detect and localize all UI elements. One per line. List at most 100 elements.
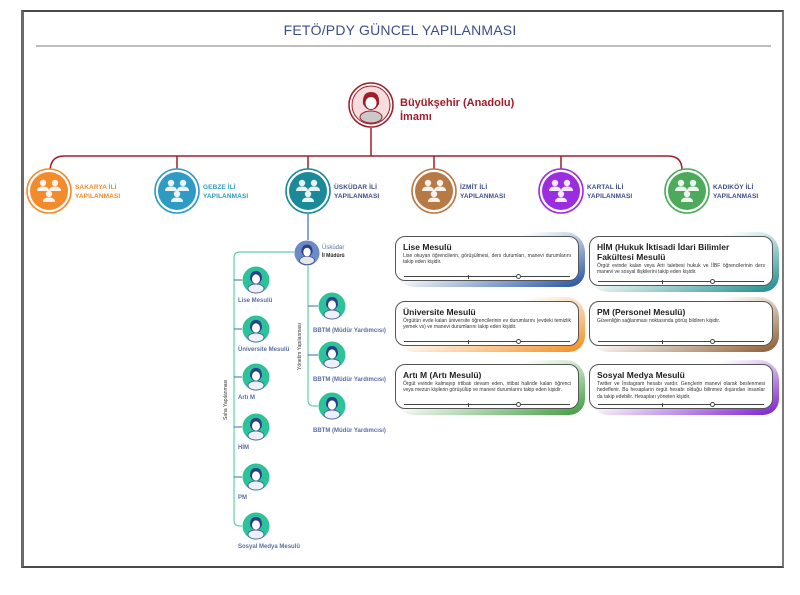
card-track-line — [404, 404, 570, 405]
card-track-dot — [516, 402, 521, 407]
field-staff-label: Lise Mesulü — [238, 298, 273, 304]
page-frame — [21, 10, 784, 568]
mgmt-staff-avatar — [318, 341, 346, 369]
top-node-subtitle: İmamı — [400, 111, 432, 123]
mgmt-staff-avatar — [318, 292, 346, 320]
region-label: GEBZE İLİ YAPILANMASI — [203, 183, 248, 201]
top-node-title: Büyükşehir (Anadolu) — [400, 97, 515, 109]
region-label: İZMİT İLİ YAPILANMASI — [460, 183, 505, 201]
region-node[interactable] — [411, 168, 457, 214]
card-track-line — [598, 404, 764, 405]
person-icon — [242, 315, 270, 343]
top-node-label: Büyükşehir (Anadolu) İmamı — [400, 96, 514, 124]
region-node[interactable] — [26, 168, 72, 214]
field-branch-line — [233, 251, 294, 527]
card-track-dot — [710, 279, 715, 284]
region-name: İZMİT İLİ — [460, 184, 488, 191]
region-name: ÜSKÜDAR İLİ — [334, 184, 377, 191]
region-subtitle: YAPILANMASI — [460, 193, 506, 200]
role-card: Artı M (Artı Mesulü) Örgüt evinde kalmay… — [393, 360, 585, 415]
card-track-line — [404, 276, 570, 277]
role-card: PM (Personel Mesulü) Güvenliğin sağlanma… — [587, 297, 779, 352]
region-name: KARTAL İLİ — [587, 184, 624, 191]
field-staff-label: Sosyal Medya Mesulü — [238, 544, 301, 550]
field-staff-avatar — [242, 315, 270, 343]
uskudar-manager-avatar — [294, 240, 320, 266]
region-name: KADIKÖY İLİ — [713, 184, 754, 191]
card-body: Üniversite Mesulü Örgütün evde kalan üni… — [395, 301, 579, 346]
card-description: Örgüt evinde kalmayıp irtibatı devam ede… — [403, 381, 571, 394]
role-card: Üniversite Mesulü Örgütün evde kalan üni… — [393, 297, 585, 352]
mgmt-staff-label: BBTM (Müdür Yardımcısı) — [313, 428, 386, 434]
person-icon — [294, 240, 320, 266]
card-track-line — [598, 281, 764, 282]
card-track-tick — [468, 275, 469, 279]
card-body: PM (Personel Mesulü) Güvenliğin sağlanma… — [589, 301, 773, 346]
card-track-tick — [468, 403, 469, 407]
field-staff-label: Üniversite Mesulü — [238, 347, 290, 353]
card-description: Örgüt evinde kalan veya Artı talebesi hu… — [597, 263, 765, 276]
region-label: KADIKÖY İLİ YAPILANMASI — [713, 183, 758, 201]
field-staff-label: Artı M — [238, 395, 255, 401]
mgmt-staff-label: BBTM (Müdür Yardımcısı) — [313, 377, 386, 383]
person-icon — [318, 292, 346, 320]
field-staff-avatar — [242, 413, 270, 441]
group-icon — [154, 168, 200, 214]
region-node[interactable] — [538, 168, 584, 214]
card-track-tick — [662, 280, 663, 284]
person-icon — [242, 363, 270, 391]
field-staff-label: HİM — [238, 445, 249, 451]
person-icon — [242, 413, 270, 441]
card-body: Artı M (Artı Mesulü) Örgüt evinde kalmay… — [395, 364, 579, 409]
field-staff-avatar — [242, 512, 270, 540]
card-description: Örgütün evde kalan üniversite öğrenciler… — [403, 318, 571, 331]
field-staff-avatar — [242, 463, 270, 491]
card-description: Lise okuyan öğrencilerin, görüşülmesi, d… — [403, 253, 571, 266]
card-title: HİM (Hukuk İktisadi İdari Bilimler Fakül… — [597, 242, 730, 262]
card-track-dot — [710, 339, 715, 344]
person-icon — [242, 266, 270, 294]
region-label: ÜSKÜDAR İLİ YAPILANMASI — [334, 183, 379, 201]
card-title: Üniversite Mesulü — [403, 307, 476, 317]
region-node[interactable] — [285, 168, 331, 214]
region-node[interactable] — [664, 168, 710, 214]
card-track-dot — [710, 402, 715, 407]
region-name: SAKARYA İLİ — [75, 184, 117, 191]
mgmt-structure-label: Yönetim Yapılanması — [297, 322, 303, 370]
group-icon — [664, 168, 710, 214]
card-body: HİM (Hukuk İktisadi İdari Bilimler Fakül… — [589, 236, 773, 286]
card-track-tick — [662, 403, 663, 407]
field-staff-label: PM — [238, 495, 247, 501]
card-track-tick — [662, 340, 663, 344]
region-subtitle: YAPILANMASI — [203, 193, 249, 200]
top-node-avatar — [348, 82, 394, 128]
card-track-dot — [516, 339, 521, 344]
region-name: GEBZE İLİ — [203, 184, 236, 191]
region-subtitle: YAPILANMASI — [587, 193, 633, 200]
field-staff-avatar — [242, 363, 270, 391]
card-track-line — [598, 341, 764, 342]
card-title: Sosyal Medya Mesulü — [597, 370, 685, 380]
role-card: HİM (Hukuk İktisadi İdari Bilimler Fakül… — [587, 232, 779, 292]
region-node[interactable] — [154, 168, 200, 214]
card-title: Lise Mesulü — [403, 242, 452, 252]
person-icon — [348, 82, 394, 128]
card-title: Artı M (Artı Mesulü) — [403, 370, 482, 380]
card-title: PM (Personel Mesulü) — [597, 307, 686, 317]
mgmt-branch-line — [307, 266, 318, 407]
card-track-tick — [468, 340, 469, 344]
card-track-dot — [516, 274, 521, 279]
field-structure-label: Saha Yapılanması — [223, 379, 229, 420]
region-bus-line — [49, 155, 683, 173]
region-subtitle: YAPILANMASI — [713, 193, 759, 200]
region-subtitle: YAPILANMASI — [334, 193, 380, 200]
person-icon — [242, 463, 270, 491]
person-icon — [318, 392, 346, 420]
person-icon — [318, 341, 346, 369]
region-label: KARTAL İLİ YAPILANMASI — [587, 183, 632, 201]
card-description: Twitter ve İnstagram hesabı vardır. Genç… — [597, 381, 765, 400]
page-title: FETÖ/PDY GÜNCEL YAPILANMASI — [283, 22, 517, 38]
group-icon — [538, 168, 584, 214]
card-body: Lise Mesulü Lise okuyan öğrencilerin, gö… — [395, 236, 579, 281]
